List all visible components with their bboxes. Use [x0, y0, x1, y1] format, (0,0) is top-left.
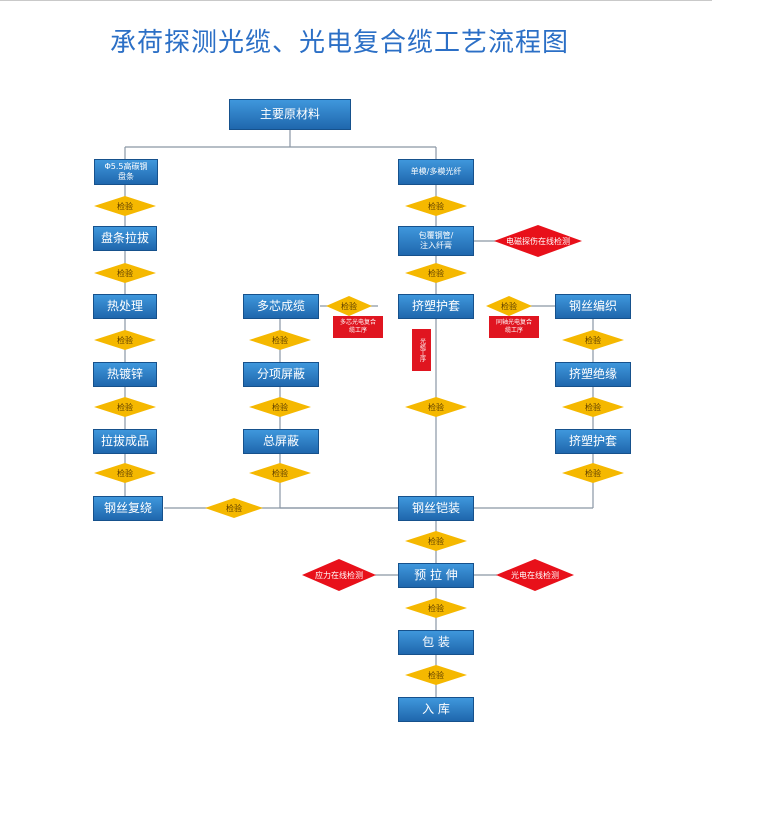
check-diamond: 检验: [249, 463, 311, 483]
optoelectronic-detection: 光电在线检测: [496, 559, 574, 591]
top-divider: [0, 0, 712, 1]
check-diamond: 检验: [562, 463, 624, 483]
coax-process-label: 同轴光电复合 缆工序: [489, 316, 539, 338]
check-diamond: 检验: [249, 397, 311, 417]
node-sub-shielding: 分项屏蔽: [243, 362, 319, 387]
node-rod-drawing: 盘条拉拔: [93, 226, 157, 251]
node-packaging: 包 装: [398, 630, 474, 655]
node-total-shielding: 总屏蔽: [243, 429, 319, 454]
check-diamond: 检验: [486, 296, 532, 316]
check-diamond: 检验: [94, 330, 156, 350]
check-diamond: 检验: [405, 263, 467, 283]
check-diamond: 检验: [405, 665, 467, 685]
node-steel-tube: 包覆钢管/ 注入纤膏: [398, 226, 474, 256]
em-flaw-detection: 电磁探伤在线检测: [494, 225, 582, 257]
check-diamond: 检验: [326, 296, 372, 316]
check-diamond: 检验: [205, 498, 263, 518]
check-diamond: 检验: [94, 196, 156, 216]
node-warehouse: 入 库: [398, 697, 474, 722]
node-wire-rewinding: 钢丝复绕: [93, 496, 163, 521]
node-multicore-cabling: 多芯成缆: [243, 294, 319, 319]
node-hot-galvanizing: 热镀锌: [93, 362, 157, 387]
node-optical-fiber: 单模/多模光纤: [398, 159, 474, 185]
multicore-process-label: 多芯光电复合 缆工序: [333, 316, 383, 338]
check-diamond: 检验: [405, 196, 467, 216]
node-wire-armoring: 钢丝铠装: [398, 496, 474, 521]
node-extrude-outer-sheath: 挤塑护套: [555, 429, 631, 454]
check-diamond: 检验: [562, 330, 624, 350]
check-diamond: 检验: [249, 330, 311, 350]
node-drawn-product: 拉拔成品: [93, 429, 157, 454]
node-wire-braiding: 钢丝编织: [555, 294, 631, 319]
check-diamond: 检验: [94, 463, 156, 483]
node-extrude-insulation: 挤塑绝缘: [555, 362, 631, 387]
node-steel-rod: Φ5.5高碳钢 盘条: [94, 159, 158, 185]
fiber-process-label: 光缆工序: [412, 329, 431, 371]
check-diamond: 检验: [94, 263, 156, 283]
node-extrude-sheath: 挤塑护套: [398, 294, 474, 319]
stress-detection: 应力在线检测: [302, 559, 376, 591]
node-pre-stretch: 预 拉 伸: [398, 563, 474, 588]
check-diamond: 检验: [562, 397, 624, 417]
check-diamond: 检验: [405, 598, 467, 618]
check-diamond: 检验: [405, 397, 467, 417]
page-title: 承荷探测光缆、光电复合缆工艺流程图: [110, 28, 570, 58]
check-diamond: 检验: [405, 531, 467, 551]
node-raw-material: 主要原材料: [229, 99, 351, 130]
node-heat-treatment: 热处理: [93, 294, 157, 319]
check-diamond: 检验: [94, 397, 156, 417]
